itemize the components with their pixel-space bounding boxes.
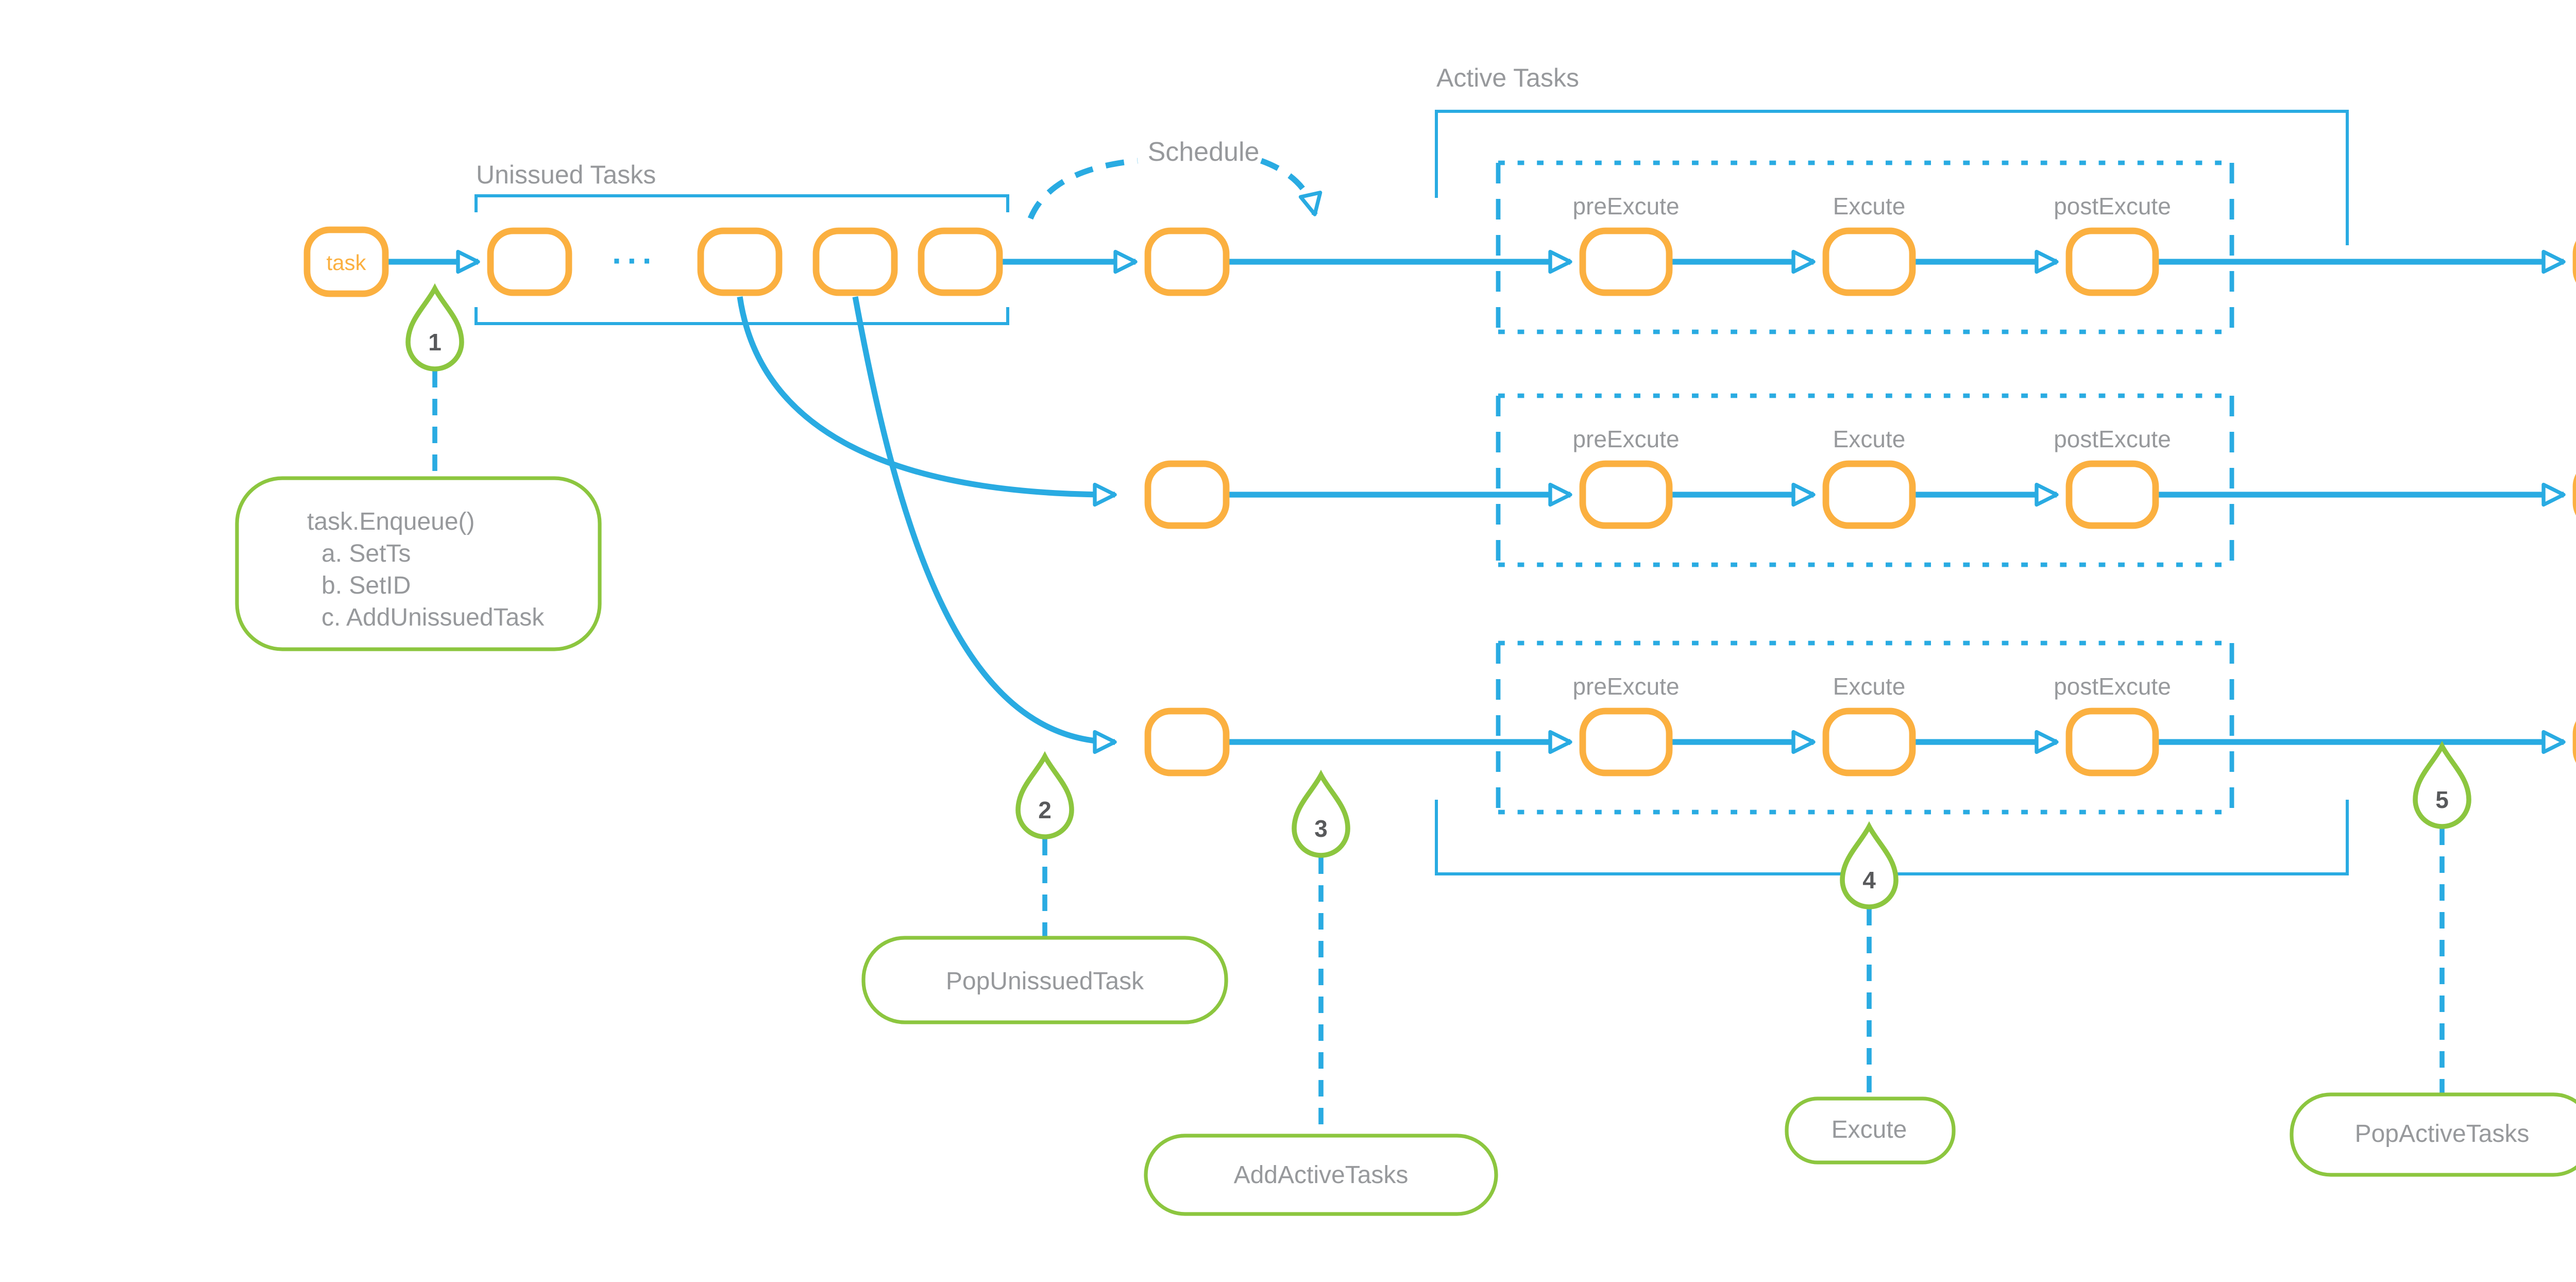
annotation-pop-active-tasks-text: PopActiveTasks	[2355, 1120, 2530, 1148]
schedule-arc-right-arrow	[1260, 158, 1323, 216]
pipeline-box-row3: preExcute Excute postExcute	[1496, 640, 2234, 815]
annotation-enqueue-line2: a. SetTs	[321, 540, 411, 567]
scheduled-node-row2	[1144, 460, 1230, 529]
step-marker-3: 3	[1292, 769, 1350, 1136]
scheduled-node-row1	[1144, 227, 1230, 296]
pre-execute-node-row2	[1579, 460, 1673, 529]
annotation-execute-text: Excute	[1832, 1116, 1907, 1143]
annotation-enqueue-line4: c. AddUnissuedTask	[321, 604, 545, 631]
annotation-add-active-tasks: AddActiveTasks	[1144, 1134, 1498, 1216]
execute-label-row1: Excute	[1833, 193, 1906, 220]
unissued-tasks-label: Unissued Tasks	[476, 160, 656, 189]
unissued-tasks-bracket: Unissued Tasks	[474, 160, 1009, 325]
post-execute-node-row1	[2065, 227, 2159, 296]
annotation-pop-unissued-task-text: PopUnissuedTask	[946, 968, 1144, 995]
pre-execute-node-row1	[1579, 227, 1673, 296]
step-marker-5: 5	[2413, 740, 2471, 1094]
pre-execute-label-row2: preExcute	[1572, 426, 1679, 452]
pipeline-box-row1: preExcute Excute postExcute	[1496, 160, 2234, 334]
active-tasks-label: Active Tasks	[1436, 63, 1579, 92]
pre-execute-label-row3: preExcute	[1572, 673, 1679, 700]
queue-node-3	[812, 227, 898, 296]
post-execute-label-row3: postExcute	[2054, 673, 2171, 700]
task-node-label: task	[326, 250, 366, 275]
arrow-queue-to-scheduled-3	[852, 296, 1117, 754]
queue-ellipsis: ···	[612, 242, 657, 279]
execute-label-row2: Excute	[1833, 426, 1906, 452]
annotation-pop-active-tasks: PopActiveTasks	[2290, 1092, 2576, 1177]
queue-node-4	[918, 227, 1003, 296]
annotation-enqueue-line3: b. SetID	[321, 572, 411, 599]
arrow-queue-to-scheduled-2	[737, 296, 1117, 507]
annotation-enqueue-line1: task.Enqueue()	[307, 508, 475, 535]
step-marker-5-number: 5	[2435, 786, 2449, 813]
step-marker-1-number: 1	[428, 329, 442, 356]
post-execute-label-row1: postExcute	[2054, 193, 2171, 220]
flow-arrows	[385, 249, 2566, 754]
execute-node-row2	[1822, 460, 1916, 529]
annotation-pop-unissued-task: PopUnissuedTask	[861, 936, 1228, 1024]
step-marker-1: 1	[405, 283, 464, 478]
pre-execute-node-row3	[1579, 707, 1673, 777]
queue-node-1	[487, 227, 572, 296]
annotation-execute: Excute	[1785, 1097, 1956, 1165]
pipeline-box-row2: preExcute Excute postExcute	[1496, 393, 2234, 567]
post-execute-label-row2: postExcute	[2054, 426, 2171, 452]
schedule-annotation: Schedule	[1027, 137, 1323, 220]
queue-node-2	[697, 227, 783, 296]
schedule-arc-left	[1027, 158, 1138, 220]
task-node: task	[303, 226, 389, 297]
schedule-label: Schedule	[1148, 137, 1260, 167]
step-marker-2: 2	[1015, 751, 1074, 938]
scheduled-node-row3	[1144, 707, 1230, 777]
annotation-enqueue: task.Enqueue() a. SetTs b. SetID c. AddU…	[235, 476, 602, 651]
post-execute-node-row2	[2065, 460, 2159, 529]
execute-node-row3	[1822, 707, 1916, 777]
pre-execute-label-row1: preExcute	[1572, 193, 1679, 220]
execute-label-row3: Excute	[1833, 673, 1906, 700]
step-marker-4: 4	[1840, 821, 1899, 1099]
post-execute-node-row3	[2065, 707, 2159, 777]
step-marker-4-number: 4	[1862, 867, 1876, 893]
step-marker-2-number: 2	[1038, 797, 1052, 823]
step-marker-3-number: 3	[1314, 815, 1328, 842]
execute-node-row1	[1822, 227, 1916, 296]
annotation-add-active-tasks-text: AddActiveTasks	[1234, 1161, 1409, 1189]
